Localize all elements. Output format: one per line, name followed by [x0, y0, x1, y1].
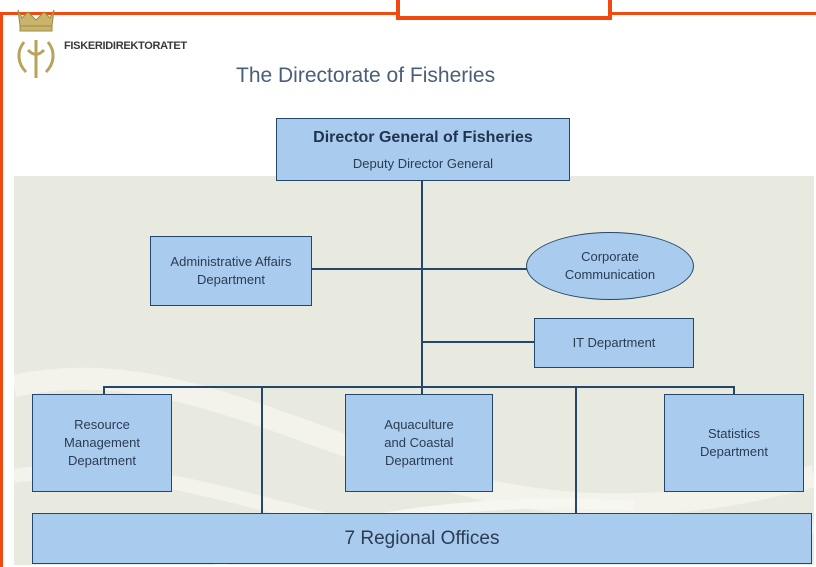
- admin-affairs-line-1: Administrative Affairs: [170, 254, 292, 269]
- aquaculture-line-3: Department: [385, 453, 453, 468]
- aquaculture-line-2: and Coastal: [384, 435, 454, 450]
- directorate-logo: [10, 6, 62, 82]
- regional-offices-label: 7 Regional Offices: [344, 527, 500, 549]
- brand-text: FISKERIDIREKTORATET: [64, 40, 187, 52]
- statistics-line-2: Department: [700, 444, 768, 459]
- statistics-line-1: Statistics: [707, 426, 760, 441]
- connector-admin-corporate: [312, 268, 527, 270]
- connector-main-trunk: [421, 180, 423, 392]
- aquaculture-box: Aquaculture and Coastal Department: [345, 394, 493, 492]
- connector-aquaculture: [421, 386, 423, 396]
- admin-affairs-box: Administrative Affairs Department: [150, 236, 312, 306]
- director-general-box: Director General of Fisheries Deputy Dir…: [276, 118, 570, 181]
- statistics-box: Statistics Department: [664, 394, 804, 492]
- connector-regional-right: [575, 386, 577, 514]
- corporate-communication-ellipse: Corporate Communication: [526, 232, 694, 300]
- admin-affairs-line-2: Department: [197, 272, 265, 287]
- resource-line-1: Resource: [74, 417, 130, 432]
- top-highlight-box: [396, 0, 612, 20]
- resource-line-3: Department: [68, 453, 136, 468]
- deputy-director-label: Deputy Director General: [352, 155, 494, 171]
- connector-departments-bar: [103, 386, 735, 388]
- connector-regional-left: [261, 386, 263, 514]
- corporate-line-2: Communication: [564, 267, 656, 282]
- connector-it: [421, 341, 535, 343]
- connector-resource: [103, 386, 105, 396]
- resource-line-2: Management: [64, 435, 140, 450]
- director-general-label: Director General of Fisheries: [313, 128, 533, 146]
- regional-offices-box: 7 Regional Offices: [32, 513, 812, 564]
- corporate-line-1: Corporate: [581, 249, 639, 264]
- diagram-title: The Directorate of Fisheries: [236, 64, 496, 87]
- it-department-box: IT Department: [534, 318, 694, 368]
- connector-statistics: [733, 386, 735, 396]
- frame-left-edge: [0, 12, 3, 567]
- resource-management-box: Resource Management Department: [32, 394, 172, 492]
- it-department-label: IT Department: [572, 335, 656, 350]
- aquaculture-line-1: Aquaculture: [384, 417, 454, 432]
- diagram-background: [14, 176, 814, 565]
